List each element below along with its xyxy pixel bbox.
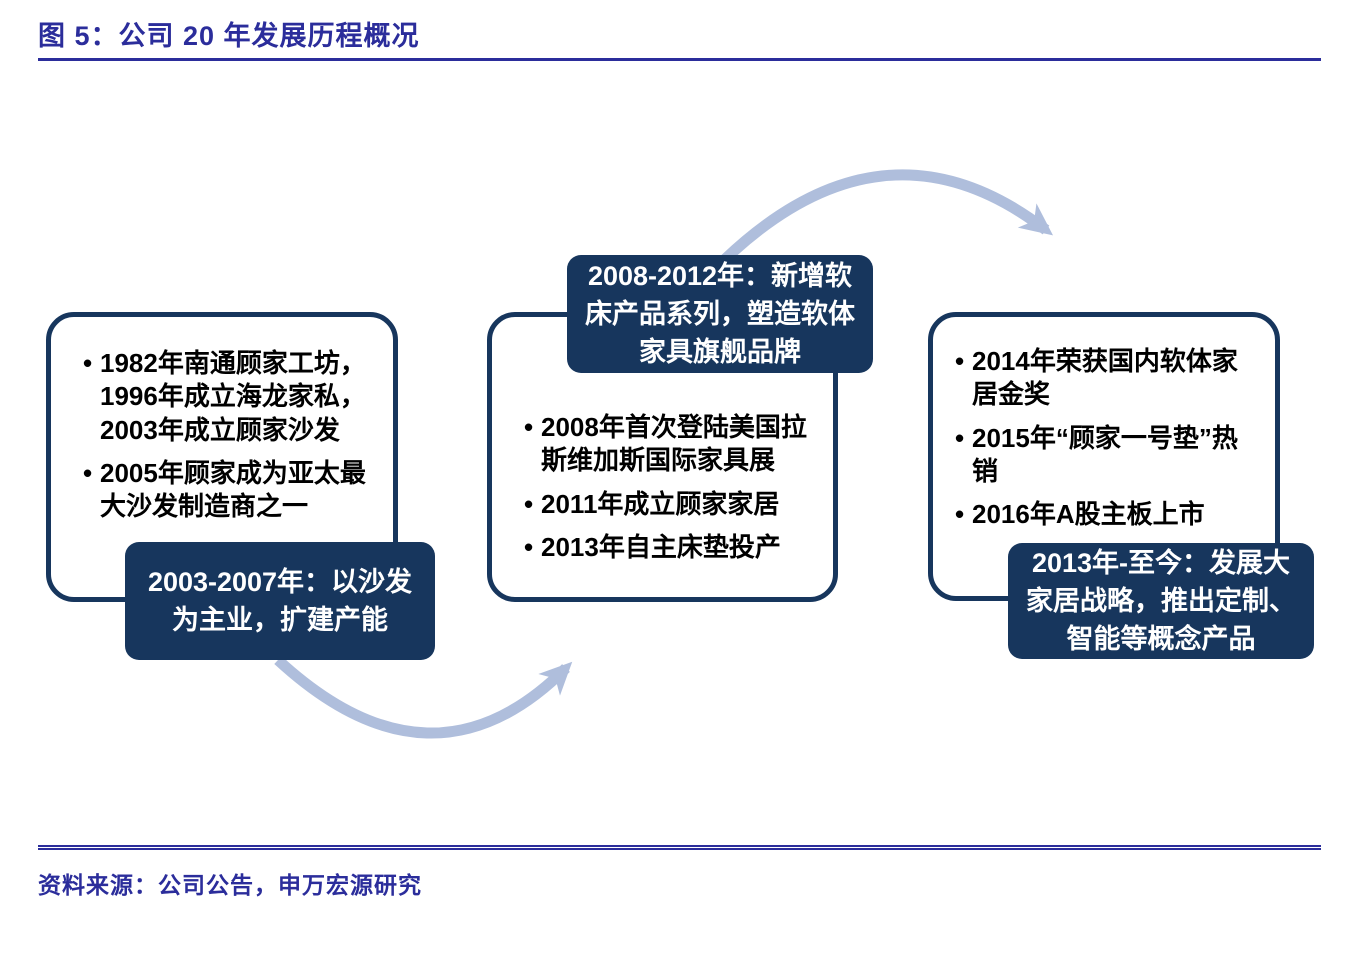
curved-arrow-stage2-to-stage3: [714, 169, 1054, 270]
stage3-period-label: 2013年-至今：发展大家居战略，推出定制、智能等概念产品: [1008, 543, 1314, 659]
figure-title: 图 5：公司 20 年发展历程概况: [38, 21, 420, 51]
title-underline-rule: [38, 58, 1321, 61]
stage1-milestones-box: 1982年南通顾家工坊，1996年成立海龙家私，2003年成立顾家沙发 2005…: [46, 312, 398, 602]
bullet-item: 1982年南通顾家工坊，1996年成立海龙家私，2003年成立顾家沙发: [83, 347, 375, 447]
bullet-item: 2008年首次登陆美国拉斯维加斯国际家具展: [524, 411, 815, 478]
stage1-period-label: 2003-2007年：以沙发为主业，扩建产能: [125, 542, 435, 660]
bullet-item: 2015年“顾家一号垫”热销: [955, 422, 1259, 489]
curved-arrow-stage1-to-stage2: [274, 655, 573, 739]
stage1-bullet-list: 1982年南通顾家工坊，1996年成立海龙家私，2003年成立顾家沙发 2005…: [51, 317, 393, 523]
bullet-item: 2016年A股主板上市: [955, 498, 1259, 532]
stage3-bullet-list: 2014年荣获国内软体家居金奖 2015年“顾家一号垫”热销 2016年A股主板…: [933, 317, 1275, 532]
footer-rule: [38, 845, 1321, 850]
bullet-item: 2011年成立顾家家居: [524, 488, 815, 522]
stage2-bullet-list: 2008年首次登陆美国拉斯维加斯国际家具展 2011年成立顾家家居 2013年自…: [492, 317, 833, 564]
bullet-item: 2014年荣获国内软体家居金奖: [955, 345, 1259, 412]
bullet-item: 2005年顾家成为亚太最大沙发制造商之一: [83, 457, 375, 524]
bullet-item: 2013年自主床垫投产: [524, 531, 815, 565]
source-note: 资料来源：公司公告，申万宏源研究: [38, 872, 422, 898]
stage2-period-label: 2008-2012年：新增软床产品系列，塑造软体家具旗舰品牌: [567, 255, 873, 373]
